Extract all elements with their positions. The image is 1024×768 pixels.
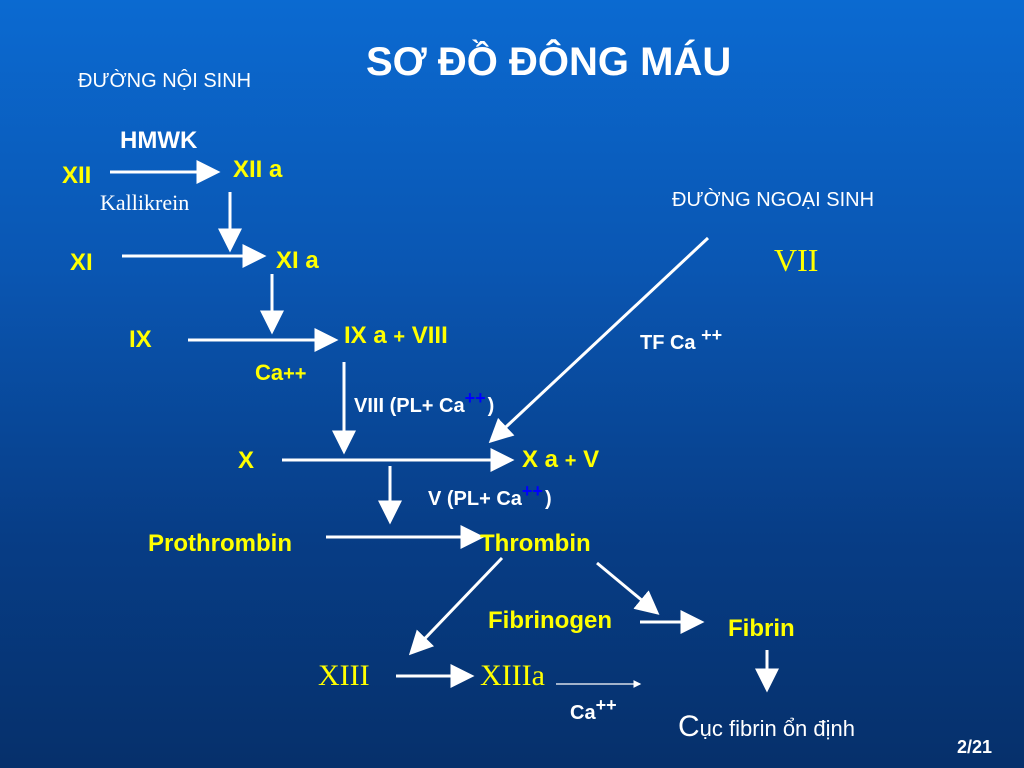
node-stable-clot-text: ục fibrin ổn định (699, 716, 855, 741)
node-fibrin: Fibrin (728, 615, 795, 642)
node-vii: VII (774, 242, 819, 278)
node-xiii: XIII (318, 659, 370, 692)
cofactor-v-pl-close: ) (544, 488, 552, 510)
cofactor-viii-pl-text: VIII (PL+ Ca (354, 395, 465, 417)
node-thrombin: Thrombin (480, 530, 591, 557)
arrow-thrombin-to-fibrin (596, 561, 660, 615)
cofactor-viii-pl-sup: ++ (464, 388, 486, 408)
node-ixa-text: IX a (344, 322, 387, 349)
cofactor-tf-ca: TF Ca ++ (640, 326, 722, 354)
cofactor-v-pl-text: V (PL+ Ca (428, 488, 522, 510)
node-prothrombin: Prothrombin (148, 530, 292, 557)
cofactor-ca-1-text: Ca (255, 360, 284, 385)
node-x: X (238, 447, 255, 474)
cofactor-tf-ca-sup: ++ (701, 325, 723, 345)
node-fibrinogen: Fibrinogen (488, 607, 612, 634)
node-xiia: XII a (233, 156, 283, 183)
node-xa-v: X a + V (522, 448, 599, 472)
node-stable-clot: Cục fibrin ổn định (678, 712, 855, 742)
node-stable-clot-initial: C (678, 710, 700, 743)
cofactor-v-pl-sup: ++ (521, 481, 543, 501)
cofactor-ca-2-sup: ++ (595, 695, 617, 715)
node-ixa-plus: + (393, 326, 406, 348)
node-xii: XII (62, 162, 92, 189)
page-title: SƠ ĐỒ ĐÔNG MÁU (366, 40, 732, 84)
arrow-thrombin-to-xiii (408, 556, 504, 656)
node-xia: XI a (276, 247, 319, 274)
cofactor-ca-1: Ca++ (255, 360, 307, 385)
cofactor-viii-pl-close: ) (487, 395, 495, 417)
node-ixa-viii: IX a + VIII (344, 324, 448, 348)
cofactor-viii-pl: VIII (PL+ Ca++) (354, 389, 495, 417)
node-ix: IX (129, 326, 152, 353)
node-v-text: V (583, 446, 600, 473)
node-hmwk: HMWK (120, 127, 198, 154)
node-xi: XI (70, 249, 93, 276)
node-xa-text: X a (522, 446, 559, 473)
cofactor-ca-2: Ca++ (570, 696, 617, 724)
cofactor-ca-2-text: Ca (570, 702, 596, 724)
arrow-extrinsic (488, 236, 710, 444)
cofactor-v-pl: V (PL+ Ca++) (428, 482, 552, 510)
node-kallikrein: Kallikrein (100, 190, 190, 215)
node-xiiia: XIIIa (480, 659, 545, 692)
node-viii-text: VIII (411, 322, 448, 349)
cofactor-tf-ca-text: TF Ca (640, 332, 696, 354)
extrinsic-pathway-label: ĐƯỜNG NGOẠI SINH (672, 189, 875, 211)
node-xa-plus: + (564, 450, 577, 472)
intrinsic-pathway-label: ĐƯỜNG NỘI SINH (78, 70, 252, 92)
page-number: 2/21 (957, 737, 993, 757)
cofactor-ca-1-plus: ++ (283, 363, 307, 385)
